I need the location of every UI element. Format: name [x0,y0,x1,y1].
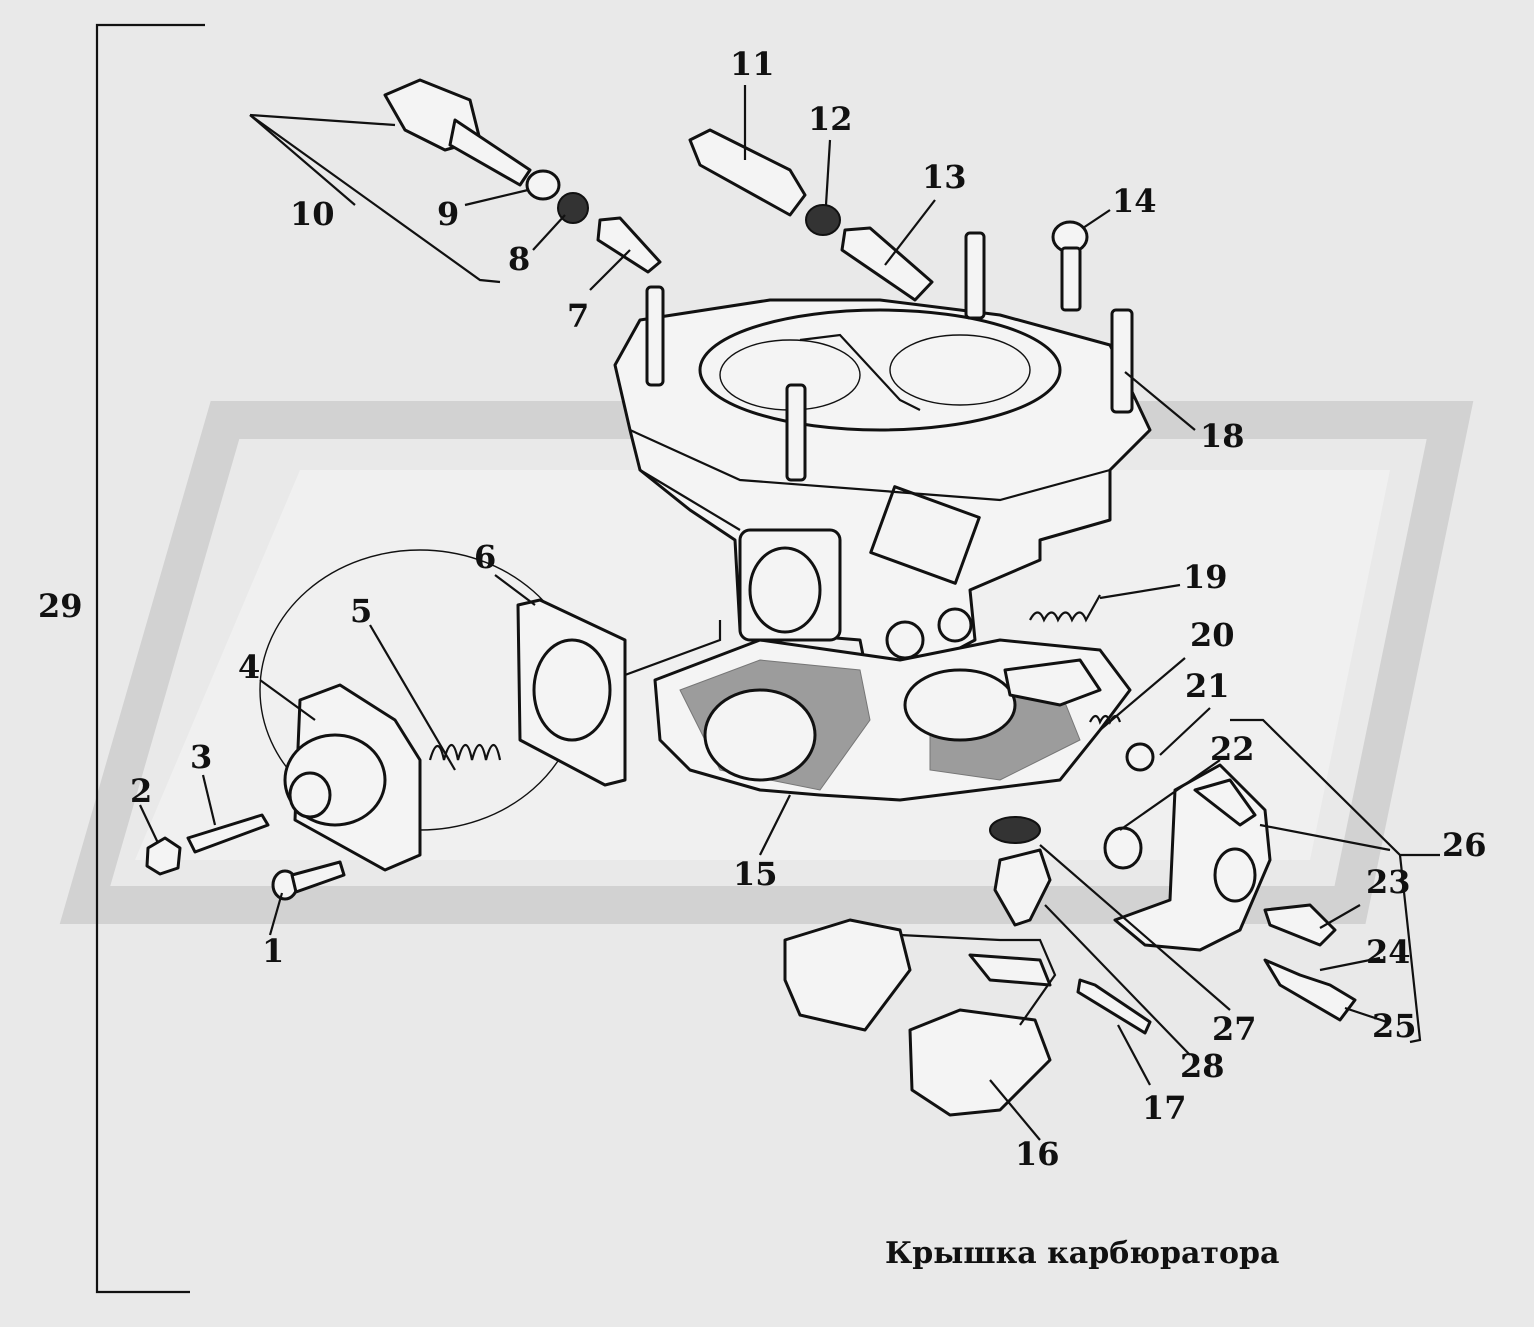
washer-27 [989,816,1041,844]
assembly-bracket-29 [95,23,205,1294]
diaphragm-cover-4 [283,683,422,872]
callout-22: 22 [1210,730,1255,768]
callout-18: 18 [1200,417,1245,455]
carburetor-cover-body [613,231,1152,692]
callout-13: 13 [922,158,967,196]
stud-front [785,383,807,482]
needle-valve-28 [993,848,1052,927]
float-16 [783,918,1057,1117]
callout-1: 1 [262,932,284,970]
callout-19: 19 [1183,558,1228,596]
callout-21: 21 [1185,667,1230,705]
callout-2: 2 [130,772,152,810]
stud-back [964,231,986,320]
plate-23 [1113,763,1272,952]
callout-10: 10 [290,195,335,233]
gasket-15 [653,638,1132,802]
callout-27: 27 [1212,1010,1257,1048]
screw-25 [1263,958,1357,1022]
callout-29: 29 [38,587,83,625]
ball-21 [1125,742,1155,772]
callout-14: 14 [1112,182,1157,220]
callout-8: 8 [508,240,530,278]
screw-3 [186,813,270,854]
jet-7 [596,216,662,274]
ring-22 [1103,826,1143,870]
axle-17 [1076,978,1152,1035]
callout-17: 17 [1142,1089,1187,1127]
callout-25: 25 [1372,1007,1417,1045]
callout-4: 4 [238,648,260,686]
callout-11: 11 [730,45,775,83]
solenoid-valve-10 [383,78,532,187]
screw-24 [1263,903,1337,947]
stud-left [645,285,665,387]
callout-3: 3 [190,738,212,776]
callout-23: 23 [1366,863,1411,901]
spring-5 [428,743,502,761]
callout-7: 7 [567,297,589,335]
callout-24: 24 [1366,933,1411,971]
callout-15: 15 [733,855,778,893]
diagram-caption: Крышка карбюратора [885,1236,1279,1271]
fitting-11 [688,128,807,217]
washer-9 [525,169,561,201]
leader-lines [139,85,1440,1141]
screw-14 [1051,220,1089,312]
flange-6 [516,598,722,787]
callout-20: 20 [1190,616,1235,654]
stud-right [1110,308,1134,414]
screw-1 [271,860,346,901]
callout-26: 26 [1442,826,1487,864]
callout-16: 16 [1015,1135,1060,1173]
spring-19 [1029,594,1101,623]
washer-12 [805,204,841,236]
callout-5: 5 [350,592,372,630]
callout-6: 6 [474,538,496,576]
callout-28: 28 [1180,1047,1225,1085]
callout-9: 9 [437,195,459,233]
callout-12: 12 [808,100,853,138]
nut-2 [145,836,182,876]
